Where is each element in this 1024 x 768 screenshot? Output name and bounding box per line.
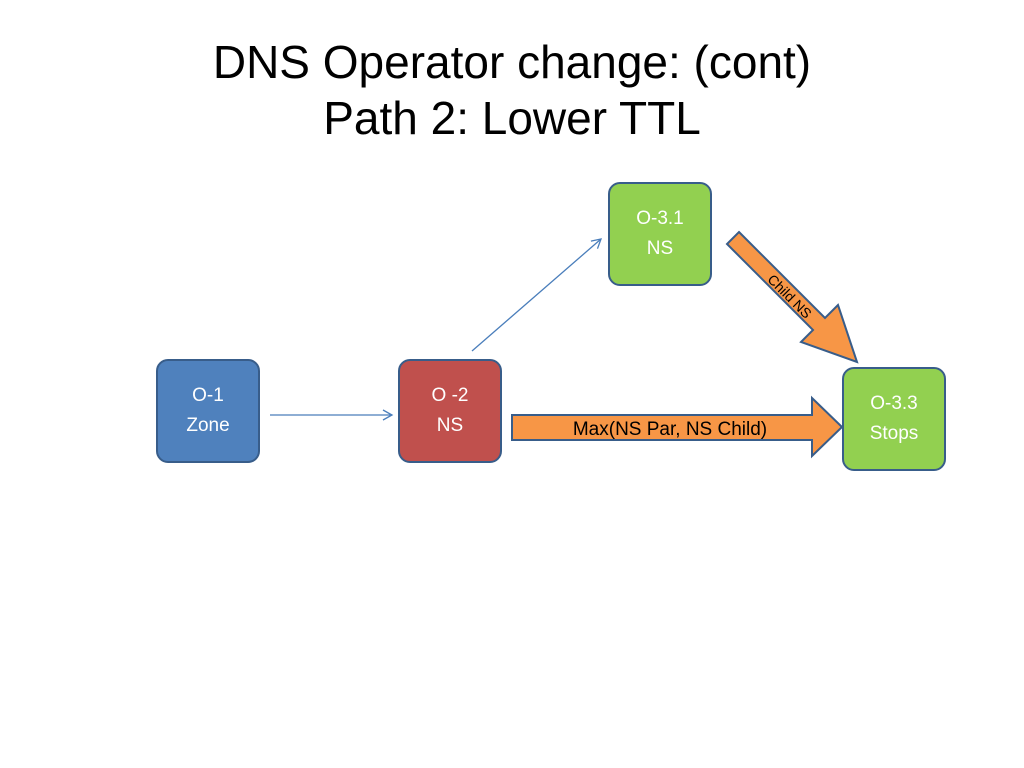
max-ns-label: Max(NS Par, NS Child) <box>573 419 767 440</box>
title-line-1: DNS Operator change: (cont) <box>212 36 812 88</box>
block-arrow-child: Child NS <box>725 230 859 364</box>
connector-o2-o31 <box>471 238 603 352</box>
node-o33-desc: Stops <box>869 423 919 444</box>
title-line-2: Path 2: Lower TTL <box>323 92 701 144</box>
child-ns-label: Child NS <box>765 271 815 321</box>
block-arrow-max: Max(NS Par, NS Child) <box>511 395 844 459</box>
node-o2-desc: NS <box>436 415 464 436</box>
node-o31-desc: NS <box>646 238 674 259</box>
node-o2-ns: O -2 NS <box>398 359 502 463</box>
node-o2-id: O -2 <box>431 385 469 406</box>
node-o31-id: O-3.1 <box>636 208 684 229</box>
node-o1-id: O-1 <box>192 385 224 406</box>
node-o1-zone: O-1 Zone <box>156 359 260 463</box>
node-o33-stops: O-3.3 Stops <box>842 367 946 471</box>
node-o1-desc: Zone <box>186 415 230 436</box>
slide-title: DNS Operator change: (cont) Path 2: Lowe… <box>0 34 1024 146</box>
node-o33-id: O-3.3 <box>870 393 918 414</box>
node-o31-ns: O-3.1 NS <box>608 182 712 286</box>
